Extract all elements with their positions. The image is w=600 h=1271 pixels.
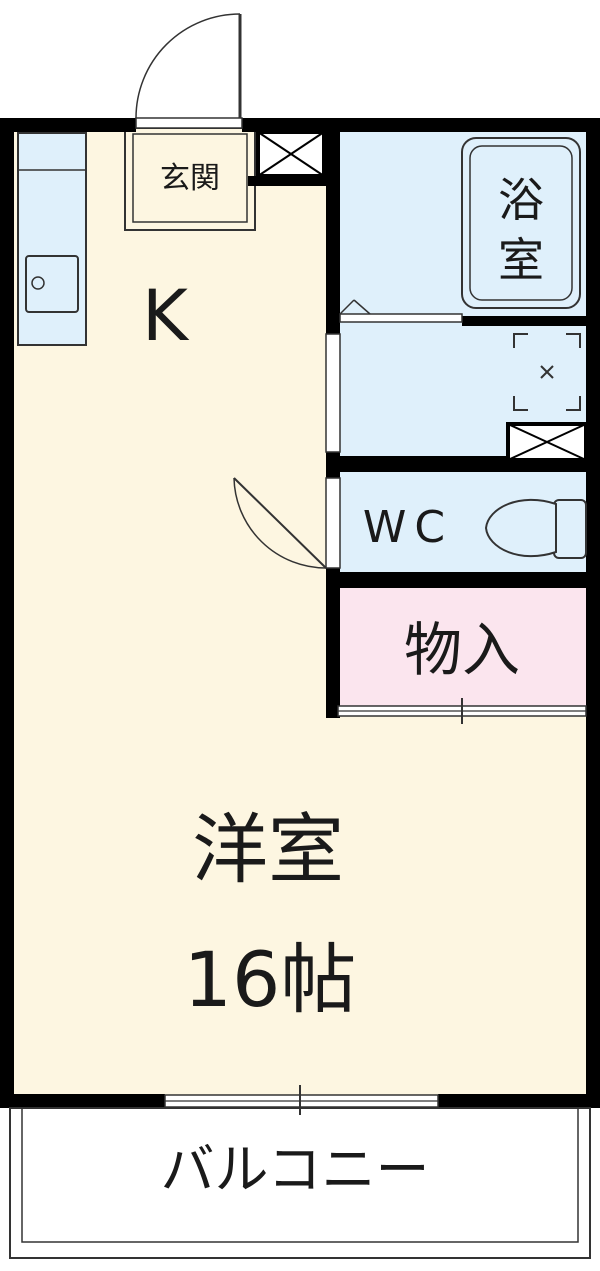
walls bbox=[0, 118, 600, 1108]
front-door[interactable] bbox=[135, 13, 243, 129]
balcony-label: バルコニー bbox=[161, 1138, 430, 1201]
kitchen-counter bbox=[17, 132, 87, 346]
balcony-window[interactable] bbox=[164, 1085, 439, 1115]
bathtub-icon bbox=[461, 137, 581, 309]
closet-door[interactable] bbox=[337, 698, 587, 724]
toilet-icon bbox=[484, 498, 587, 559]
toilet-door[interactable] bbox=[233, 477, 341, 569]
bathroom-door[interactable] bbox=[339, 299, 463, 323]
kitchen-label: K bbox=[142, 275, 190, 357]
washing-machine-icon bbox=[513, 333, 581, 411]
storage-label: 物入 bbox=[404, 616, 520, 684]
entrance-label: 玄関 bbox=[160, 161, 220, 196]
western-room-size: 16帖 bbox=[184, 935, 357, 1024]
sink-icon bbox=[25, 255, 79, 313]
toilet-label: WC bbox=[363, 502, 453, 553]
bathroom-label-2: 室 bbox=[498, 233, 544, 287]
pipe-shaft-icon bbox=[256, 130, 326, 178]
pipe-shaft-icon bbox=[506, 422, 588, 462]
bathroom-label-1: 浴 bbox=[498, 173, 544, 227]
western-room-label: 洋室 bbox=[192, 805, 344, 894]
entrance-area bbox=[124, 127, 256, 231]
storage-floor bbox=[338, 586, 586, 708]
balcony-area bbox=[9, 1107, 591, 1259]
washroom-door[interactable] bbox=[325, 333, 341, 453]
